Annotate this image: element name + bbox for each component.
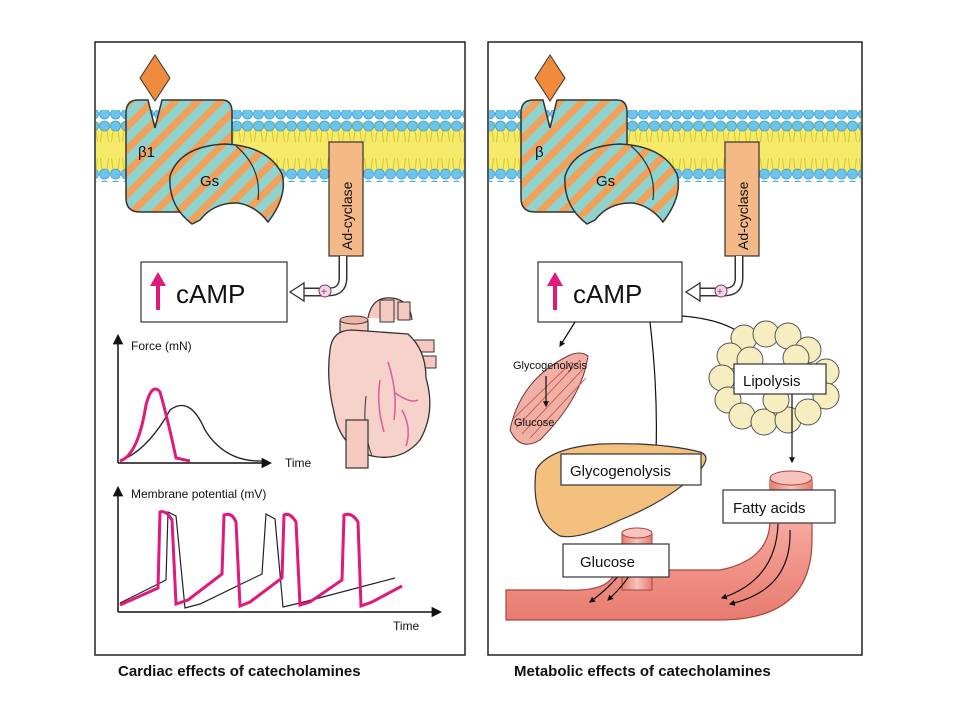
increase-arrow-right	[547, 272, 563, 310]
camp-box-right	[537, 261, 683, 323]
enzyme-label-left: Ad-cyclase	[339, 181, 355, 250]
force-graph: Force (mN) Time	[112, 333, 312, 470]
caption-right: Metabolic effects of catecholamines	[514, 663, 771, 680]
gprotein-label-right: Gs	[596, 173, 615, 190]
adenylyl-cyclase-right	[724, 141, 760, 257]
receptor-label-right: β	[535, 144, 544, 161]
gs-protein-left	[169, 143, 285, 225]
liver-glycogenolysis-label: Glycogenolysis	[570, 463, 671, 480]
catecholamine-ligand-left	[139, 54, 171, 102]
fatty-acids-box	[722, 489, 836, 524]
force-graph-ylabel: Force (mN)	[131, 339, 192, 353]
muscle-glucose-label: Glucose	[514, 417, 554, 429]
skeletal-muscle-illustration	[509, 352, 589, 445]
right-panel: β Gs Ad-cyclase + cAMP Glycogenolysis Gl…	[487, 41, 863, 680]
membrane-trace-catecholamine	[119, 510, 403, 609]
force-trace-baseline	[119, 404, 263, 462]
gs-protein-right	[564, 143, 680, 225]
beta-receptor	[520, 99, 628, 213]
enzyme-label-right: Ad-cyclase	[735, 181, 751, 250]
adipose-tissue-illustration	[708, 320, 840, 436]
liver-glucose-label: Glucose	[580, 554, 635, 571]
muscle-glycogenolysis-label: Glycogenolysis	[513, 360, 587, 372]
membrane-graph-ylabel: Membrane potential (mV)	[131, 487, 266, 501]
liver-glucose-box	[562, 543, 670, 578]
force-trace-catecholamine	[119, 387, 191, 463]
camp-box-left	[140, 261, 288, 323]
camp-label-right: cAMP	[573, 279, 642, 309]
camp-label-left: cAMP	[176, 279, 245, 309]
left-panel: β1 Gs Ad-cyclase + cAMP Force (mN) Time	[94, 41, 466, 680]
catecholamine-ligand-right	[534, 54, 566, 102]
svg-text:+: +	[717, 287, 723, 298]
lipolysis-box	[733, 363, 827, 395]
membrane-potential-graph: Membrane potential (mV) Time	[112, 485, 443, 633]
membrane-graph-xlabel: Time	[393, 619, 420, 633]
increase-arrow-left	[150, 272, 166, 310]
svg-text:+: +	[321, 287, 327, 298]
receptor-label-left: β1	[138, 144, 155, 161]
heart-illustration	[328, 297, 437, 469]
fatty-acids-label: Fatty acids	[733, 500, 806, 517]
membrane-trace-baseline	[119, 511, 396, 609]
caption-left: Cardiac effects of catecholamines	[118, 663, 361, 680]
liver-glycogenolysis-box	[560, 453, 702, 486]
gprotein-label-left: Gs	[200, 173, 219, 190]
adenylyl-cyclase-left	[328, 141, 364, 257]
lipolysis-label: Lipolysis	[743, 373, 801, 390]
beta1-receptor	[125, 99, 233, 213]
force-graph-xlabel: Time	[285, 456, 312, 470]
